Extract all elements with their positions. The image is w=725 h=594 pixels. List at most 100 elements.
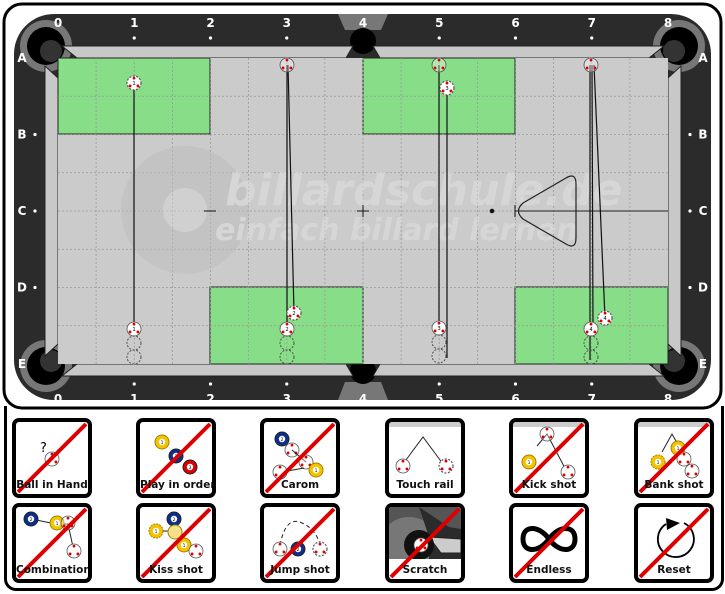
button-label: Play in order — [140, 479, 216, 491]
cushion-bottom-left — [60, 363, 354, 377]
disabled-slash-icon — [638, 507, 710, 579]
endless-button[interactable]: Endless — [509, 503, 589, 583]
diamond-marker — [437, 36, 441, 40]
column-label: 4 — [359, 16, 367, 30]
column-label: 0 — [54, 392, 62, 406]
disabled-slash-icon — [16, 507, 88, 579]
row-label: A — [698, 51, 708, 65]
rack-triangle — [517, 175, 577, 247]
ball-in-hand-button[interactable]: ?Ball in Hand — [12, 418, 92, 498]
svg-text:1: 1 — [161, 440, 164, 446]
watermark-line-2: einfach billard lernen — [215, 213, 578, 248]
cushion-top-left — [60, 45, 354, 59]
row-label: D — [698, 281, 708, 295]
button-label: Kick shot — [521, 479, 577, 491]
button-label: Bank shot — [644, 479, 704, 491]
endless-icon — [513, 507, 585, 579]
svg-text:1: 1 — [155, 529, 158, 535]
diamond-marker — [688, 209, 692, 213]
cue-ball: 4 — [583, 321, 599, 337]
svg-text:2: 2 — [281, 437, 284, 443]
scratch-button[interactable]: Scratch — [385, 503, 465, 583]
kiss-shot-icon: 1 2 1 — [140, 507, 212, 579]
touch-rail-button[interactable]: Touch rail — [385, 418, 465, 498]
disabled-slash-icon — [513, 422, 585, 494]
column-label: 5 — [435, 16, 443, 30]
svg-text:1: 1 — [183, 543, 186, 549]
diamond-marker — [590, 382, 594, 386]
row-label: A — [17, 51, 27, 65]
ghost-ball — [126, 349, 142, 365]
diamond-marker — [33, 209, 37, 213]
column-label: 4 — [359, 392, 367, 406]
cue-ball — [272, 541, 288, 557]
cushion-top-right — [372, 45, 666, 59]
cushion-bottom-right — [372, 363, 666, 377]
svg-text:1: 1 — [677, 446, 680, 452]
column-label: 6 — [511, 392, 519, 406]
cue-ball — [438, 458, 454, 474]
cue-ball — [298, 454, 314, 470]
cue-ball — [431, 57, 447, 73]
carom-icon: 21 — [264, 422, 336, 494]
bank-shot-icon: 11 — [638, 422, 710, 494]
diamond-marker — [208, 382, 213, 386]
row-label: B — [17, 128, 26, 142]
column-label: 3 — [283, 392, 291, 406]
button-label: Reset — [657, 564, 691, 576]
row-label: B — [698, 128, 707, 142]
diamond-marker — [513, 382, 518, 386]
spots — [204, 205, 516, 217]
watermark: billardschule.de einfach billard lernen — [121, 146, 623, 274]
side-pocket — [350, 28, 376, 54]
cue-ball — [60, 515, 76, 531]
svg-text:1: 1 — [315, 468, 318, 474]
disabled-slash-icon — [16, 422, 88, 494]
svg-text:1: 1 — [132, 327, 135, 333]
cue-ball — [539, 426, 555, 442]
cue-ball: 3 — [431, 320, 447, 336]
cue-ball: 1 — [126, 321, 142, 337]
column-label: 3 — [283, 16, 291, 30]
cue-ball — [279, 57, 295, 73]
combination-icon: 21 — [16, 507, 88, 579]
button-label: Touch rail — [396, 479, 454, 491]
pockets — [20, 14, 705, 400]
disabled-slash-icon — [389, 507, 461, 579]
svg-text:2: 2 — [173, 517, 176, 523]
svg-text:3: 3 — [437, 326, 440, 332]
cushion-right — [667, 64, 682, 358]
button-label: Endless — [526, 564, 572, 576]
reset-button[interactable]: Reset — [634, 503, 714, 583]
disabled-slash-icon — [140, 507, 212, 579]
column-label: 7 — [588, 392, 596, 406]
diamond-marker — [33, 132, 37, 137]
column-label: 0 — [54, 16, 62, 30]
svg-text:3: 3 — [445, 86, 448, 92]
play-in-order-button[interactable]: 123Play in order — [136, 418, 216, 498]
diamond-marker — [590, 36, 594, 40]
column-label: 7 — [588, 16, 596, 30]
row-label: D — [17, 281, 27, 295]
button-label: Jump shot — [270, 564, 330, 576]
cue-ball: 2 — [286, 305, 302, 321]
cue-ball — [188, 543, 204, 559]
touch-rail-icon — [389, 422, 461, 474]
pool-table[interactable]: billardschule.de einfach billard lernen … — [0, 0, 725, 410]
column-label: 1 — [130, 16, 138, 30]
shot-type-panel — [4, 406, 724, 591]
button-label: Ball in Hand — [16, 479, 88, 491]
column-label: 2 — [206, 16, 214, 30]
column-label: 5 — [435, 392, 443, 406]
button-label: Combination — [16, 564, 91, 576]
svg-text:3: 3 — [189, 465, 192, 471]
column-label: 6 — [511, 16, 519, 30]
row-label: E — [18, 357, 26, 371]
diamond-marker — [437, 382, 441, 386]
